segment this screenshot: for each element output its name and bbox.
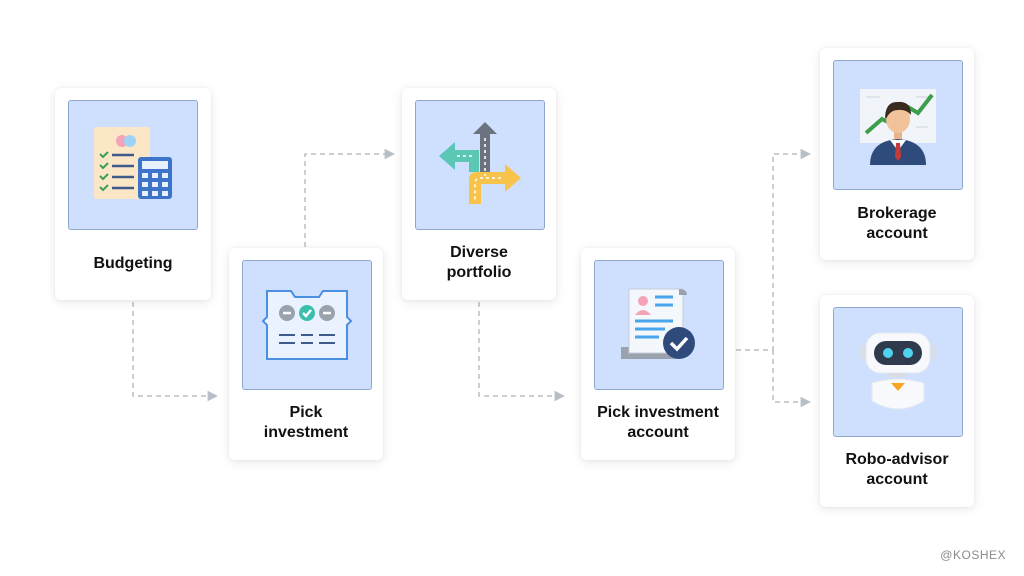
step-tile-budgeting — [68, 100, 198, 230]
step-label-pick-investment: Pick investment — [263, 404, 349, 441]
connector-pick-account-to-robo-advisor — [772, 350, 812, 408]
broker-person-icon — [860, 89, 936, 165]
step-tile-brokerage-account — [833, 60, 963, 190]
step-tile-pick-investment — [242, 260, 372, 390]
approved-document-icon — [621, 288, 695, 359]
step-card-pick-investment: Pick investment — [229, 248, 383, 460]
step-label-budgeting: Budgeting — [93, 255, 173, 272]
robot-icon — [860, 332, 936, 410]
step-tile-diverse-portfolio — [415, 100, 545, 230]
connector-diverse-portfolio-to-pick-account — [478, 302, 566, 402]
connector-pick-investment-to-diverse-portfolio — [304, 148, 396, 247]
step-card-diverse-portfolio: Diverse portfolio — [402, 88, 556, 300]
step-label-brokerage-account: Brokerage account — [857, 205, 937, 242]
direction-arrows-icon — [439, 122, 521, 204]
watermark: @KOSHEX — [940, 548, 1006, 562]
step-card-brokerage-account: Brokerage account — [820, 48, 974, 260]
step-label-pick-investment-account: Pick investment account — [597, 404, 719, 441]
connector-budgeting-to-pick-investment — [132, 302, 219, 402]
step-card-robo-advisor-account: Robo-advisor account — [820, 295, 974, 507]
step-tile-pick-investment-account — [594, 260, 724, 390]
connector-pick-account-to-brokerage — [736, 148, 812, 351]
selection-panel-icon — [261, 290, 353, 360]
step-tile-robo-advisor-account — [833, 307, 963, 437]
budget-calculator-icon — [94, 127, 172, 199]
step-card-budgeting: Budgeting — [55, 88, 211, 300]
step-label-robo-advisor-account: Robo-advisor account — [845, 451, 949, 488]
step-card-pick-investment-account: Pick investment account — [581, 248, 735, 460]
step-label-diverse-portfolio: Diverse portfolio — [446, 244, 512, 281]
